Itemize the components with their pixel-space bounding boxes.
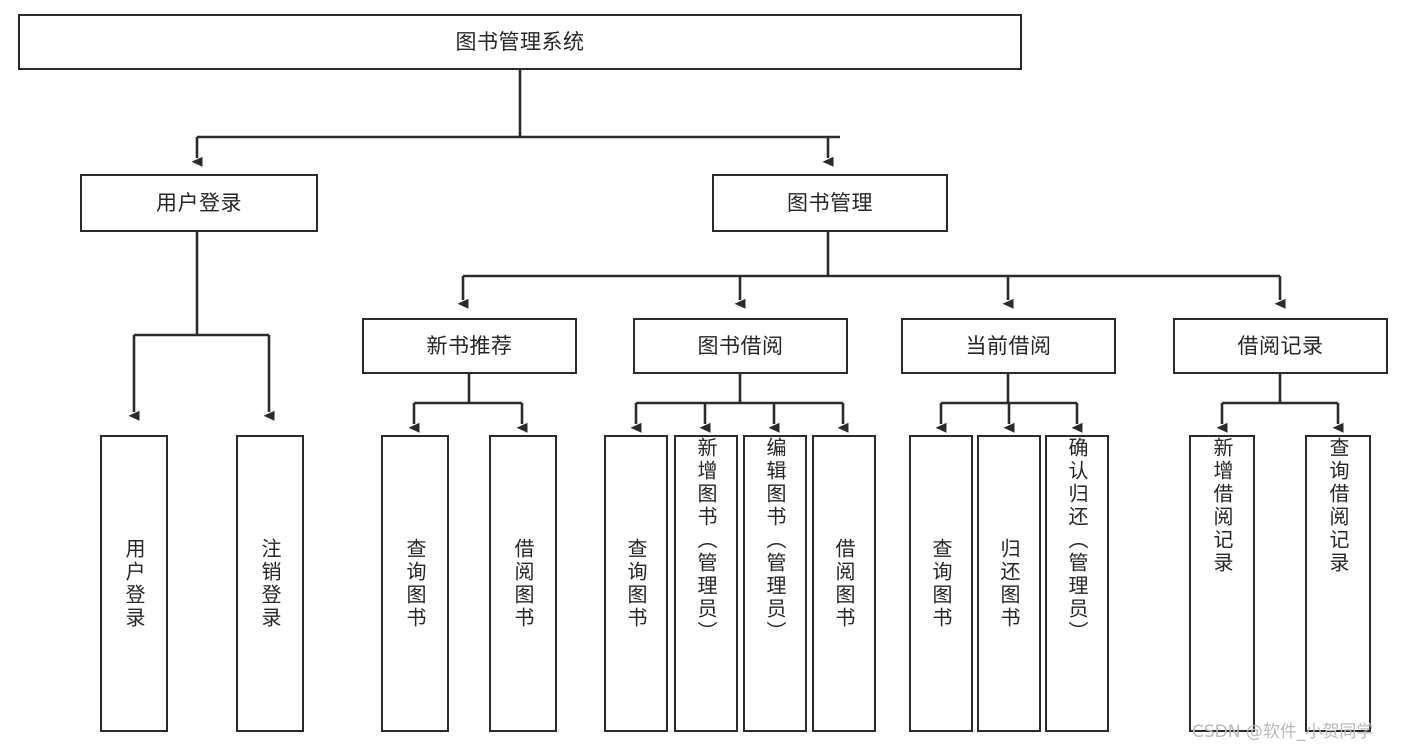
leaf-query-book-2-label: 查询图书 (624, 537, 648, 630)
node-user-login[interactable]: 用户登录 (80, 174, 318, 232)
leaf-add-record-label: 新增借阅记录 (1210, 437, 1234, 575)
leaf-user-login-label: 用户登录 (122, 537, 146, 630)
leaf-return-book-label: 归还图书 (997, 537, 1021, 630)
leaf-user-login[interactable]: 用户登录 (100, 435, 168, 732)
leaf-borrow-book-2-label: 借阅图书 (832, 537, 856, 630)
node-current-borrow[interactable]: 当前借阅 (901, 318, 1116, 374)
leaf-add-book[interactable]: 新增图书（管理员） (674, 435, 738, 732)
node-user-login-label: 用户登录 (156, 190, 242, 215)
leaf-query-book-1-label: 查询图书 (403, 537, 427, 630)
node-book-manage[interactable]: 图书管理 (712, 174, 948, 232)
leaf-confirm-return[interactable]: 确认归还（管理员） (1045, 435, 1109, 732)
leaf-logout[interactable]: 注销登录 (236, 435, 304, 732)
leaf-query-book-3-label: 查询图书 (929, 537, 953, 630)
leaf-borrow-book-1-label: 借阅图书 (511, 537, 535, 630)
leaf-add-book-label: 新增图书（管理员） (694, 437, 718, 644)
leaf-borrow-book-1[interactable]: 借阅图书 (489, 435, 557, 732)
leaf-edit-book-label: 编辑图书（管理员） (763, 437, 787, 644)
leaf-query-book-3[interactable]: 查询图书 (909, 435, 973, 732)
leaf-borrow-book-2[interactable]: 借阅图书 (812, 435, 876, 732)
leaf-query-record-label: 查询借阅记录 (1326, 437, 1350, 575)
leaf-query-book-1[interactable]: 查询图书 (381, 435, 449, 732)
node-new-book-rec[interactable]: 新书推荐 (362, 318, 577, 374)
node-book-manage-label: 图书管理 (787, 190, 873, 215)
leaf-query-book-2[interactable]: 查询图书 (604, 435, 668, 732)
node-new-book-rec-label: 新书推荐 (426, 333, 513, 358)
node-book-borrow-label: 图书借阅 (697, 333, 784, 358)
leaf-return-book[interactable]: 归还图书 (977, 435, 1041, 732)
node-book-borrow[interactable]: 图书借阅 (633, 318, 848, 374)
node-borrow-record[interactable]: 借阅记录 (1173, 318, 1388, 374)
node-borrow-record-label: 借阅记录 (1237, 333, 1324, 358)
leaf-logout-label: 注销登录 (258, 537, 282, 630)
leaf-edit-book[interactable]: 编辑图书（管理员） (743, 435, 807, 732)
node-root-label: 图书管理系统 (455, 29, 585, 54)
leaf-confirm-return-label: 确认归还（管理员） (1065, 437, 1089, 644)
node-root[interactable]: 图书管理系统 (18, 14, 1022, 70)
leaf-query-record[interactable]: 查询借阅记录 (1305, 435, 1371, 732)
node-current-borrow-label: 当前借阅 (965, 333, 1052, 358)
watermark-csdn: CSDN @软件_小贺同学 (1192, 722, 1374, 742)
leaf-add-record[interactable]: 新增借阅记录 (1189, 435, 1255, 732)
